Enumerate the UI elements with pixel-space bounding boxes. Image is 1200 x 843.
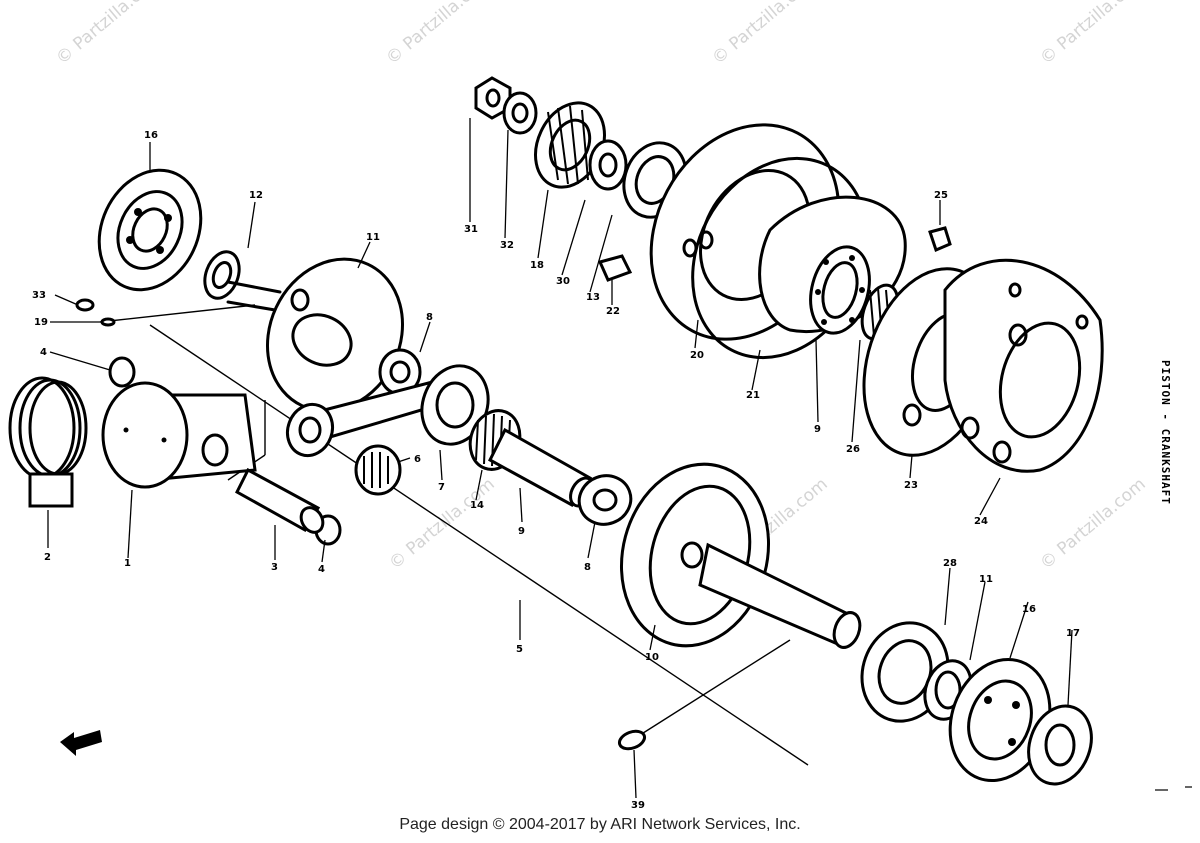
part-1-piston [101,381,257,489]
part-26-cover [943,258,1104,473]
watermark-text: © Partzilla.com [1036,474,1149,574]
callout-18: 16 [1022,604,1036,615]
part-14-oil-seal [203,250,241,300]
part-30-spacer [588,139,628,191]
callout-10: 9 [814,424,821,435]
callout-28: 26 [846,444,860,455]
callout-14: 12 [249,190,263,201]
page-footer: Page design © 2004-2017 by ARI Network S… [399,816,801,833]
part-2-piston-rings [8,376,88,508]
part-3-piston-pin [235,467,325,534]
part-24-dowel-pin [597,254,633,282]
callout-33: 33 [32,290,46,301]
callout-21: 19 [34,317,48,328]
callout-8: 8 [426,312,433,323]
callout-4: 4 [40,347,47,358]
callout-2: 2 [44,552,51,563]
part-12-crank-web-drive [619,462,862,649]
direction-arrow-icon [60,730,102,756]
part-27-bolt [928,226,952,253]
callout-20b: 18 [530,260,544,271]
callout-39: 39 [631,800,645,811]
corner-marks [1155,786,1192,791]
callout-30: 30 [556,276,570,287]
watermark-text: © Partzilla.com [708,0,821,69]
callout-24: 22 [606,306,620,317]
watermark-text: © Partzilla.com [1036,0,1149,69]
callout-32: 32 [500,240,514,251]
callout-15: 13 [586,292,600,303]
assembly-lines [99,304,809,766]
part-6-small-end-bearing [354,444,402,496]
callout-19: 17 [1066,628,1080,639]
callout-25: 23 [904,480,918,491]
watermark-text: © Partzilla.com [382,0,495,69]
part-39-woodruff-key [617,729,647,751]
callout-9: 9 [518,526,525,537]
callout-6: 6 [414,454,421,465]
part-19-oil-seal [1027,704,1093,786]
callout-4b: 4 [318,564,325,575]
callout-11: 11 [366,232,380,243]
part-8-thrust-washer-lower [577,474,633,526]
watermark-text: © Partzilla.com [52,0,165,69]
callout-7: 7 [438,482,445,493]
leader-lines [47,118,1073,799]
callout-3: 3 [271,562,278,573]
callout-5: 5 [516,644,523,655]
callout-13: 11 [979,574,993,585]
callout-26: 24 [974,516,988,527]
part-33-key [75,298,95,312]
callout-27: 25 [934,190,948,201]
callout-20: 28 [943,558,957,569]
callout-12: 10 [645,652,659,663]
callout-22: 20 [690,350,704,361]
callout-17: 16 [144,130,158,141]
part-21-pin [100,317,116,327]
callout-31: 31 [464,224,478,235]
part-32-washer [502,91,538,135]
part-8-thrust-washer [378,348,422,396]
callout-16: 14 [470,500,484,511]
callout-23: 21 [746,390,760,401]
callout-8b: 8 [584,562,591,573]
callout-labels: 16 12 11 8 33 19 4 2 1 3 4 6 7 14 9 8 5 … [32,130,1080,811]
part-17-bearing [97,168,203,292]
callout-1: 1 [124,558,131,569]
diagram-title: PISTON - CRANKSHAFT [1159,360,1172,505]
